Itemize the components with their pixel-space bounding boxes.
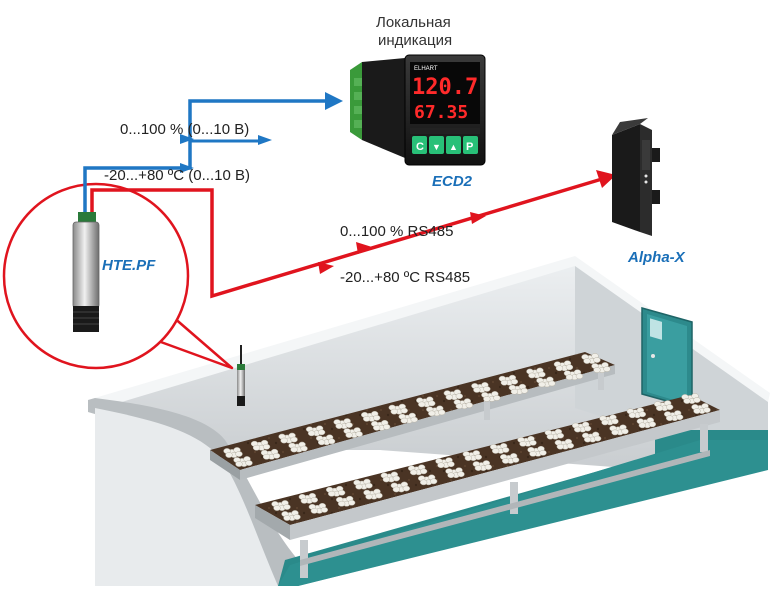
mushroom-cluster	[691, 403, 711, 414]
controller-buttons: C ▼ ▲ P	[412, 136, 478, 154]
mushroom-cluster	[636, 417, 656, 429]
mushroom-cluster	[380, 471, 400, 483]
mushroom-cluster	[526, 367, 546, 379]
analog-signal-line	[83, 92, 343, 222]
rs485-temp-label: -20...+80 ºC RS485	[340, 269, 470, 286]
mushroom-cluster	[343, 427, 363, 438]
mushroom-cluster	[388, 403, 408, 415]
mushroom-cluster	[288, 441, 308, 453]
controller-button-up-label: ▲	[449, 142, 458, 152]
door-icon	[641, 307, 693, 409]
mushroom-cluster	[305, 425, 326, 437]
converter-name: Alpha-X	[627, 249, 686, 266]
mushroom-cluster	[591, 362, 611, 373]
mushroom-cluster	[363, 488, 383, 500]
mushroom-cluster	[508, 383, 529, 395]
mushroom-cluster	[435, 457, 455, 469]
mushroom-cluster	[453, 398, 473, 410]
mushroom-cluster	[490, 443, 510, 454]
local-indication-line1: Локальная	[376, 14, 451, 31]
controller-button-p-label: P	[466, 141, 473, 153]
controller-top-value: 120.7	[412, 75, 478, 100]
room-sensor-icon	[237, 345, 245, 406]
mushroom-cluster	[298, 493, 318, 504]
shelf-front	[255, 395, 720, 578]
mushroom-cluster	[426, 405, 446, 417]
mushroom-cluster	[527, 445, 547, 457]
mushroom-cluster	[371, 419, 391, 431]
controller-button-p[interactable]	[463, 136, 478, 154]
mushroom-cluster	[336, 495, 356, 507]
mushroom-cluster	[408, 464, 428, 476]
mushroom-cluster	[517, 435, 537, 447]
controller-button-up[interactable]	[446, 136, 461, 154]
sensor-name: HTE.PF	[102, 257, 156, 274]
mushroom-cluster	[398, 412, 418, 424]
mushroom-cluster	[390, 481, 410, 493]
mushroom-cluster	[353, 478, 373, 490]
alpha-x-converter-icon	[612, 118, 660, 236]
analog-temp-label: -20...+80 ºC (0...10 В)	[104, 167, 250, 184]
mushroom-cluster	[443, 389, 463, 401]
diagram-labels: Локальная индикация 0...100 % (0...10 В)…	[102, 14, 686, 286]
controller-name: ECD2	[432, 173, 473, 190]
mushroom-cluster	[544, 428, 564, 440]
mushroom-cluster	[472, 460, 492, 471]
mushroom-cluster	[481, 391, 501, 402]
ecd2-controller-icon: ELHART 120.7 67.35 C ▼ ▲ P	[350, 54, 486, 166]
mushroom-cluster	[233, 456, 253, 467]
mushroom-cluster	[326, 485, 346, 497]
mushroom-cluster	[664, 410, 684, 421]
rs485-humidity-label: 0...100 % RS485	[340, 223, 453, 240]
mushroom-cluster	[609, 424, 629, 436]
sensor-callout	[2, 182, 234, 370]
mushroom-cluster	[681, 393, 701, 404]
local-indication-line2: индикация	[378, 32, 452, 49]
mushroom-cluster	[599, 414, 619, 426]
mushroom-cluster	[581, 353, 601, 364]
controller-button-down[interactable]	[429, 136, 444, 154]
mushroom-cluster	[553, 360, 574, 372]
mushroom-cluster	[471, 382, 491, 393]
room-floor-main	[278, 440, 768, 586]
mushroom-cluster	[315, 434, 336, 446]
mushroom-cluster	[462, 450, 482, 461]
mushroom-cluster	[278, 432, 298, 444]
controller-bottom-value: 67.35	[414, 102, 468, 123]
mushroom-clusters	[223, 353, 711, 521]
mushroom-cluster	[418, 474, 438, 486]
mushroom-cluster	[563, 369, 584, 381]
mushroom-cluster	[271, 500, 291, 511]
controller-button-c[interactable]	[412, 136, 427, 154]
mushroom-cluster	[308, 503, 328, 514]
mushroom-cluster	[416, 396, 436, 408]
analog-humidity-label: 0...100 % (0...10 В)	[120, 121, 249, 138]
mushroom-cluster	[445, 467, 465, 479]
mushroom-cluster	[498, 374, 519, 386]
mushroom-cluster	[223, 447, 243, 458]
mushroom-cluster	[260, 448, 281, 460]
mushroom-cluster	[250, 439, 271, 451]
controller-brand: ELHART	[414, 66, 438, 72]
mushroom-cluster	[554, 438, 574, 450]
mushroom-cluster	[361, 410, 381, 422]
room-front-wall-face	[95, 408, 278, 586]
controller-button-down-label: ▼	[432, 142, 441, 152]
mushroom-cluster	[582, 431, 602, 443]
hte-pf-sensor-icon	[72, 212, 100, 332]
mushroom-cluster	[626, 407, 646, 419]
controller-button-c-label: C	[416, 141, 424, 153]
mushroom-cluster	[333, 418, 353, 429]
mushroom-cluster	[281, 510, 301, 521]
mushroom-bed-icon	[210, 352, 720, 578]
rs485-signal-line	[90, 170, 616, 299]
mushroom-cluster	[572, 421, 592, 433]
mushroom-cluster	[654, 400, 674, 411]
mushroom-cluster	[500, 453, 520, 464]
mushroom-cluster	[536, 376, 556, 388]
